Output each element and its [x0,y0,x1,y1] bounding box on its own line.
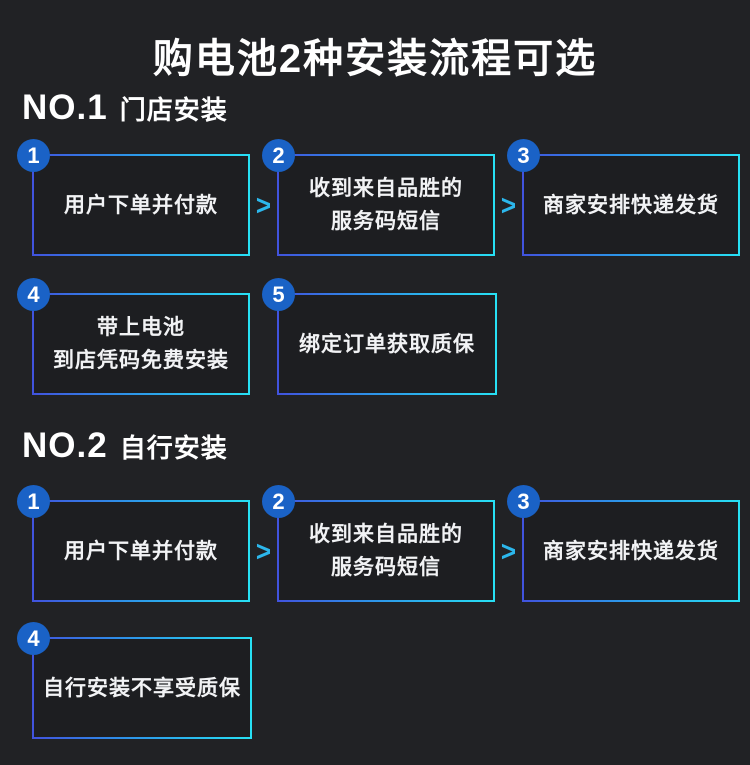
step-number-badge: 5 [262,278,295,311]
section-1-row-1: 1 用户下单并付款 > 2 收到来自品胜的 服务码短信 > 3 商家安排快递发货 [17,139,740,256]
step-number-badge: 4 [17,622,50,655]
section-1-title: 门店安装 [119,95,228,125]
step-text: 收到来自品胜的 [309,523,463,546]
step-text: 商家安排快递发货 [543,539,719,563]
step-text: 用户下单并付款 [64,539,218,563]
arrow-right-icon: > [500,534,517,568]
section-2-number: NO.2 [22,426,108,465]
step-text: 服务码短信 [331,210,441,233]
step-text: 到店凭码免费安装 [53,349,229,372]
step-text: 商家安排快递发货 [543,193,719,217]
section-2-header: NO.2 自行安装 [22,426,228,466]
step-box: 5 绑定订单获取质保 [262,278,497,395]
step-number-badge: 1 [17,485,50,518]
section-1-header: NO.1 门店安装 [22,88,228,128]
section-2-row-1: 1 用户下单并付款 > 2 收到来自品胜的 服务码短信 > 3 商家安排快递发货 [17,485,740,602]
step-text: 服务码短信 [331,556,441,579]
arrow-right-icon: > [500,188,517,222]
arrow-right-icon: > [255,534,272,568]
section-1-number: NO.1 [22,88,108,127]
step-box: 1 用户下单并付款 [17,139,250,256]
step-text: 用户下单并付款 [64,193,218,217]
step-number-badge: 4 [17,278,50,311]
step-number-badge: 2 [262,485,295,518]
step-box: 4 自行安装不享受质保 [17,622,252,739]
step-text: 带上电池 [97,316,185,339]
step-box: 2 收到来自品胜的 服务码短信 [262,139,495,256]
arrow-right-icon: > [255,188,272,222]
step-number-badge: 1 [17,139,50,172]
section-1-row-2: 4 带上电池 到店凭码免费安装 5 绑定订单获取质保 [17,278,497,395]
step-number-badge: 3 [507,139,540,172]
step-box: 2 收到来自品胜的 服务码短信 [262,485,495,602]
step-number-badge: 2 [262,139,295,172]
step-text: 自行安装不享受质保 [43,676,241,700]
step-text: 绑定订单获取质保 [299,332,475,356]
step-box: 3 商家安排快递发货 [507,139,740,256]
poster-title: 购电池2种安装流程可选 [152,37,598,81]
step-box: 4 带上电池 到店凭码免费安装 [17,278,250,395]
step-text: 收到来自品胜的 [309,177,463,200]
step-box: 1 用户下单并付款 [17,485,250,602]
section-2-row-2: 4 自行安装不享受质保 [17,622,252,739]
step-number-badge: 3 [507,485,540,518]
section-2-title: 自行安装 [119,433,228,463]
step-box: 3 商家安排快递发货 [507,485,740,602]
